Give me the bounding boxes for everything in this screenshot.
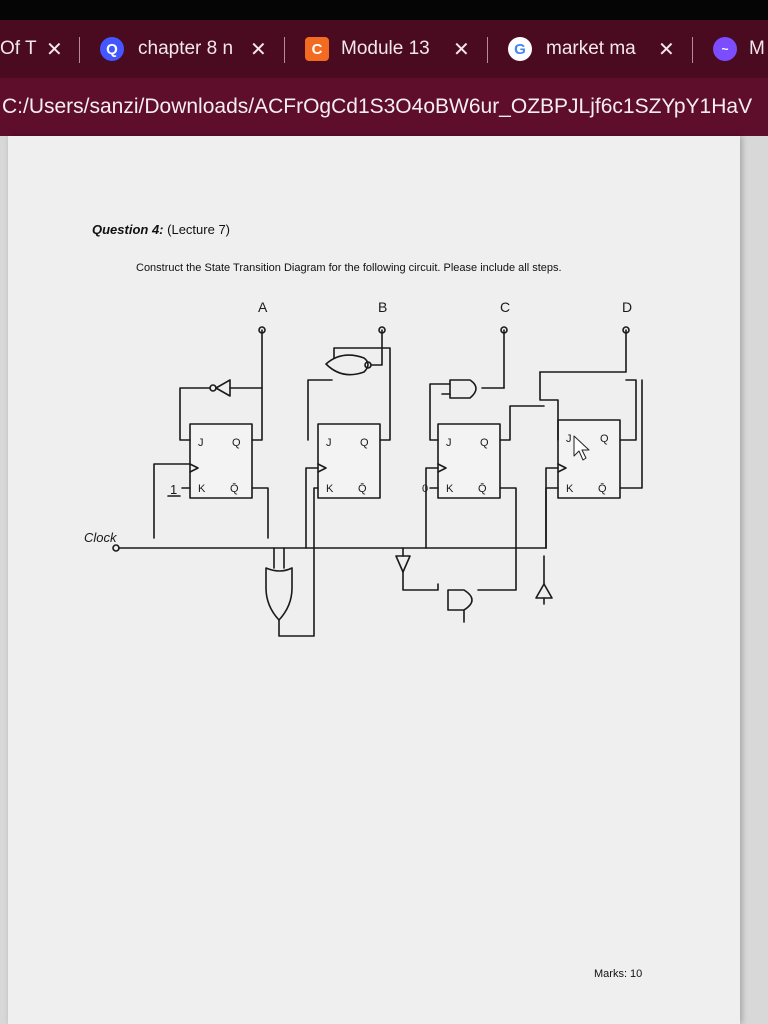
output-terminals (258, 326, 630, 334)
svg-text:Q: Q (360, 437, 369, 449)
svg-text:K: K (326, 483, 334, 495)
pdf-viewer: Question 4: (Lecture 7) Construct the St… (0, 136, 768, 1024)
google-icon: G (508, 37, 532, 61)
svg-text:J: J (446, 437, 452, 449)
tab-partial[interactable]: Of T ✕ (0, 20, 80, 78)
output-label-b: B (378, 299, 387, 315)
output-label-c: C (500, 299, 510, 315)
svg-text:Q̄: Q̄ (358, 482, 367, 495)
tab-chapter-8[interactable]: Q chapter 8 n ✕ (80, 20, 285, 78)
svg-text:J: J (198, 437, 204, 449)
constant-zero: 0 (422, 483, 428, 495)
jk-flipflop-3: J Q K Q̄ (437, 423, 501, 499)
svg-text:Q: Q (480, 437, 489, 449)
quizlet-icon: Q (100, 37, 124, 61)
buffer-2 (535, 583, 553, 599)
clock-label: Clock (84, 530, 118, 545)
question-label: Question 4: (92, 222, 164, 237)
svg-text:K: K (198, 483, 206, 495)
svg-text:Q̄: Q̄ (478, 482, 487, 495)
circuit-diagram: A B C D J Q K Q̄ J Q (84, 299, 643, 637)
jk-flipflop-4: J Q K Q̄ (557, 419, 621, 499)
chegg-icon: C (305, 37, 329, 61)
close-icon[interactable]: ✕ (46, 38, 63, 61)
and-gate-1 (449, 379, 477, 399)
tab-strip: Of T ✕ Q chapter 8 n ✕ C Module 13 ✕ G m… (0, 20, 768, 78)
tab-label: market ma (546, 38, 636, 59)
constant-one: 1 (170, 482, 177, 497)
tab-module-13[interactable]: C Module 13 ✕ (285, 20, 488, 78)
tab-label: Of T (0, 38, 37, 59)
svg-text:J: J (566, 433, 572, 445)
svg-text:Q: Q (232, 437, 241, 449)
svg-text:Q̄: Q̄ (598, 482, 607, 495)
url-text[interactable]: C:/Users/sanzi/Downloads/ACFrOgCd1S3O4oB… (2, 95, 753, 118)
lecture-ref: (Lecture 7) (167, 222, 231, 237)
output-label-a: A (258, 299, 268, 315)
svg-text:J: J (326, 437, 332, 449)
or-gate-1 (325, 354, 369, 376)
clock-terminal (112, 544, 120, 552)
jk-flipflop-2: J Q K Q̄ (317, 423, 381, 499)
tab-market[interactable]: G market ma ✕ (488, 20, 693, 78)
messenger-icon: ~ (713, 37, 737, 61)
tab-label: M (749, 38, 765, 59)
mouse-cursor-icon (573, 435, 590, 461)
close-icon[interactable]: ✕ (453, 38, 470, 61)
output-label-d: D (622, 299, 632, 315)
window-top-edge (0, 0, 768, 20)
nor-gate-1 (265, 567, 293, 621)
svg-text:K: K (566, 483, 574, 495)
tab-label: Module 13 (341, 38, 430, 59)
not-gate-1 (215, 379, 231, 397)
tab-label: chapter 8 n (138, 38, 234, 59)
svg-text:Q̄: Q̄ (230, 482, 239, 495)
close-icon[interactable]: ✕ (658, 38, 675, 61)
svg-text:Q: Q (600, 433, 609, 445)
inverter-bubble (209, 384, 217, 392)
and-gate-2 (447, 589, 473, 611)
marks-label: Marks: 10 (594, 968, 643, 980)
svg-text:K: K (446, 483, 454, 495)
buffer-1 (395, 555, 411, 573)
address-bar[interactable]: C:/Users/sanzi/Downloads/ACFrOgCd1S3O4oB… (0, 78, 768, 136)
document-page: Question 4: (Lecture 7) Construct the St… (8, 136, 740, 1024)
close-icon[interactable]: ✕ (250, 38, 267, 61)
question-heading: Question 4: (Lecture 7) (92, 222, 230, 237)
jk-flipflop-1: J Q K Q̄ (189, 423, 253, 499)
question-instruction: Construct the State Transition Diagram f… (136, 262, 562, 274)
tab-messenger[interactable]: ~ M (693, 20, 768, 78)
wire-a (251, 329, 263, 441)
